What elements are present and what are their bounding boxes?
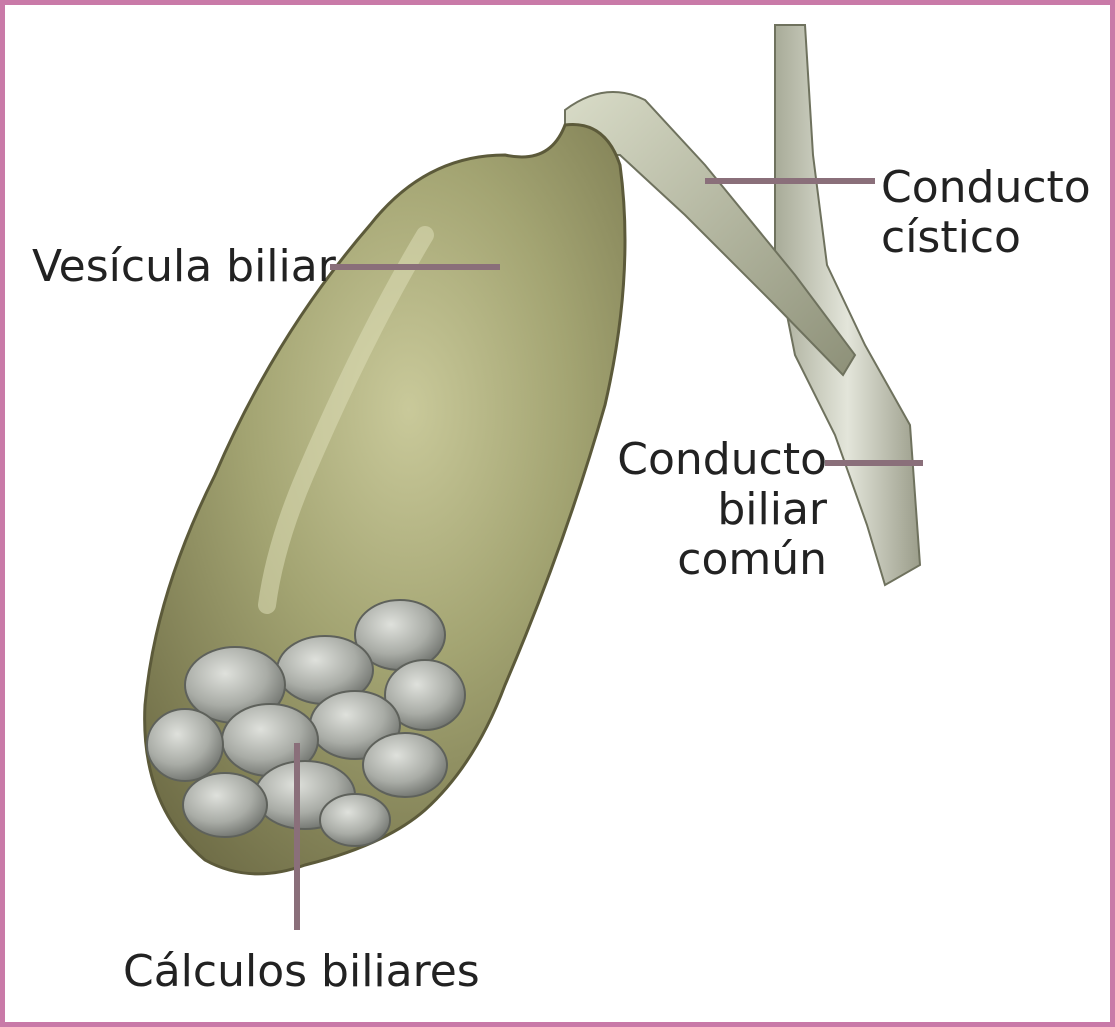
label-common-bile-duct-line2: biliar [617,485,827,535]
label-cystic-duct-line1: Conducto [881,163,1091,213]
label-cystic-duct-line2: cístico [881,213,1091,263]
label-common-bile-duct-line3: común [617,535,827,585]
label-gallstones-text: Cálculos biliares [123,947,480,997]
label-cystic-duct: Conducto cístico [881,163,1091,263]
label-gallbladder: Vesícula biliar [32,242,336,292]
label-common-bile-duct-line1: Conducto [617,435,827,485]
label-common-bile-duct: Conducto biliar común [617,435,827,585]
label-gallbladder-text: Vesícula biliar [32,242,336,292]
gallbladder-illustration [5,5,1110,1022]
label-gallstones: Cálculos biliares [123,947,480,997]
